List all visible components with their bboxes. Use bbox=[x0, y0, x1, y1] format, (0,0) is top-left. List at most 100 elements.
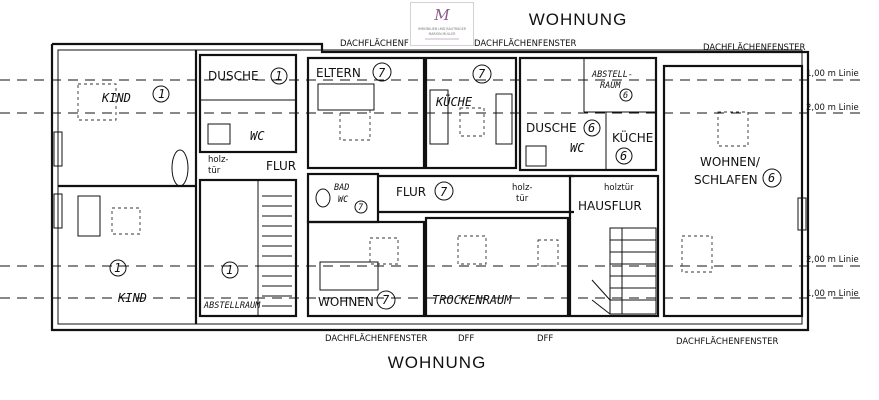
roof-window-label-bottom-3: DFF bbox=[537, 334, 553, 344]
room-number-circle bbox=[354, 200, 368, 214]
company-logo: M IMMOBILIEN UND BAUTRÄGER MARION MÜLLER bbox=[410, 2, 474, 46]
bed-icon bbox=[319, 261, 379, 291]
room-dusche-left: DUSCHE bbox=[208, 69, 259, 83]
room-dusche-right: DUSCHE bbox=[526, 121, 577, 135]
outer-wall bbox=[50, 42, 810, 332]
room-abstell-right-number: 6 bbox=[623, 91, 628, 101]
room-dusche-right-number: 6 bbox=[588, 121, 595, 135]
room-trockenraum: TROCKENRAUM bbox=[432, 293, 512, 307]
room-wc-right: WC bbox=[570, 141, 585, 155]
stair-right-steps bbox=[591, 228, 656, 315]
door-holztuer-mid-2: tür bbox=[516, 194, 529, 204]
room-abstell-right-2: RAUM bbox=[600, 81, 621, 91]
room-bad-number: 7 bbox=[358, 203, 364, 213]
room-kind-top-number: 1 bbox=[158, 87, 165, 101]
room-flur-mid-number: 7 bbox=[440, 185, 448, 199]
room-hausflur: HAUSFLUR bbox=[578, 199, 642, 213]
room-number-circle bbox=[619, 88, 633, 102]
hausflur-box bbox=[568, 174, 660, 318]
line-1m-bottom-label: 1,00 m Linie bbox=[806, 289, 859, 299]
window-left bbox=[53, 193, 63, 229]
trockenraum-box bbox=[424, 216, 570, 318]
shower-tray-icon bbox=[525, 145, 547, 167]
room-kueche-mid-number: 7 bbox=[478, 67, 486, 81]
room-wohnen-schlafen-number: 6 bbox=[768, 171, 775, 185]
roof-window bbox=[681, 235, 713, 273]
roof-window bbox=[459, 107, 485, 137]
room-wohnen-mid: WOHNEN bbox=[318, 295, 374, 309]
kueche-mid-box bbox=[424, 56, 518, 170]
toilet-icon bbox=[315, 188, 331, 208]
shower-tray-icon bbox=[207, 123, 231, 145]
room-number-circle bbox=[472, 64, 492, 84]
roof-window bbox=[457, 235, 487, 265]
room-number-circle bbox=[583, 119, 601, 137]
room-abstell-left: ABSTELLRAUM bbox=[203, 301, 261, 311]
kitchen-counter-icon bbox=[495, 93, 513, 145]
room-number-circle bbox=[372, 62, 392, 82]
room-abstell-left-number: 1 bbox=[226, 263, 233, 277]
roof-window-label-bottom-1: DACHFLÄCHENFENSTER bbox=[325, 333, 428, 344]
roof-window bbox=[537, 239, 559, 267]
line-1m-top-label: 1,00 m Linie bbox=[806, 69, 859, 79]
room-number-circle bbox=[376, 290, 396, 310]
right-core-box bbox=[518, 56, 658, 172]
roof-window-label-bottom-4: DACHFLÄCHENFENSTER bbox=[676, 336, 779, 347]
room-bad: BAD bbox=[334, 183, 349, 193]
room-number-circle bbox=[152, 85, 170, 103]
window-left bbox=[53, 131, 63, 167]
roof-window-label-top-2: DACHFLÄCHENFENSTER bbox=[474, 38, 577, 49]
logo-line-2: MARION MÜLLER bbox=[429, 31, 457, 36]
logo-line-1: IMMOBILIEN UND BAUTRÄGER bbox=[418, 26, 467, 31]
kitchen-counter-icon bbox=[429, 89, 449, 145]
window-right bbox=[797, 197, 807, 231]
room-kueche-right: KÜCHE bbox=[612, 129, 653, 145]
roof-window-label-top-3: DACHFLÄCHENFENSTER bbox=[703, 42, 806, 53]
room-kind-top: KIND bbox=[101, 91, 131, 105]
bed-icon bbox=[77, 195, 101, 237]
logo-mark: M bbox=[433, 6, 450, 24]
room-number-circle bbox=[270, 67, 288, 85]
stair-right bbox=[609, 227, 657, 315]
eltern-box bbox=[306, 56, 426, 170]
room-number-circle bbox=[434, 181, 454, 201]
title-top: WOHNUNG bbox=[529, 10, 628, 29]
room-kind-bottom: KIND bbox=[117, 291, 147, 305]
room-eltern: ELTERN bbox=[316, 66, 361, 80]
wohnen-mid-box bbox=[306, 220, 426, 318]
room-flur-left: FLUR bbox=[266, 159, 296, 173]
room-number-circle bbox=[762, 168, 782, 188]
room-kueche-right-number: 6 bbox=[620, 149, 627, 163]
roof-window bbox=[717, 111, 749, 147]
room-wc-left: WC bbox=[250, 129, 265, 143]
room-number-circle bbox=[109, 259, 127, 277]
roof-window bbox=[339, 109, 371, 141]
room-kueche-mid: KÜCHE bbox=[435, 93, 473, 109]
door-holztuer-mid-1: holz- bbox=[512, 183, 532, 193]
room-wohnen-schlafen-2: SCHLAFEN bbox=[694, 173, 758, 187]
door-swing-icon bbox=[171, 149, 189, 187]
stair-left-steps bbox=[262, 195, 292, 307]
roof-window bbox=[369, 237, 399, 265]
roof-window-label-top-1: DACHFLÄCHENF bbox=[340, 38, 409, 49]
roof-window bbox=[77, 83, 117, 121]
title-bottom: WOHNUNG bbox=[388, 353, 487, 372]
room-kind-bottom-number: 1 bbox=[114, 261, 121, 275]
roof-window-label-bottom-2: DFF bbox=[458, 334, 474, 344]
roof-window bbox=[111, 207, 141, 235]
dusche-left-box bbox=[198, 53, 298, 154]
room-wc-mid: WC bbox=[338, 195, 349, 205]
door-holztuer-left-2: tür bbox=[208, 166, 221, 176]
stair-left bbox=[257, 179, 297, 317]
room-dusche-left-number: 1 bbox=[275, 69, 282, 83]
bed-icon bbox=[317, 83, 375, 111]
room-number-circle bbox=[221, 261, 239, 279]
door-holztuer-left-1: holz- bbox=[208, 155, 228, 165]
line-2m-bottom-label: 2,00 m Linie bbox=[806, 255, 859, 265]
room-number-circle bbox=[615, 147, 633, 165]
room-abstell-right-1: ABSTELL- bbox=[591, 70, 633, 80]
room-wohnen-schlafen-1: WOHNEN/ bbox=[700, 155, 761, 169]
line-2m-top-label: 2,00 m Linie bbox=[806, 103, 859, 113]
room-eltern-number: 7 bbox=[378, 66, 386, 80]
